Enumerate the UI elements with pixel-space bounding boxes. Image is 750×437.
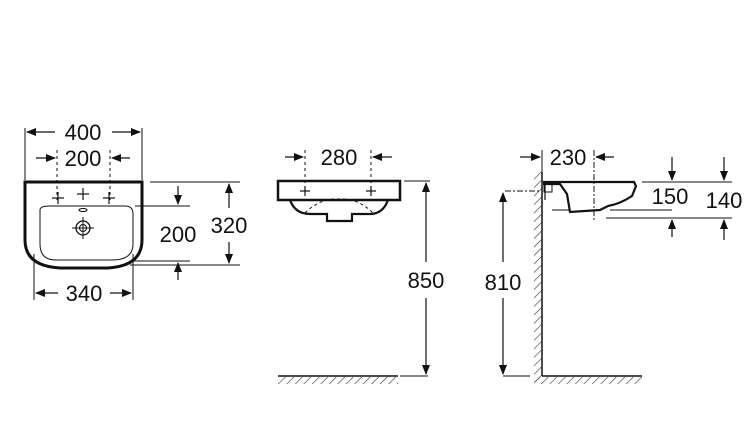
- dim-bowl-depth: 200: [160, 222, 197, 247]
- side-view: [499, 150, 732, 384]
- floor-hatch: [534, 377, 642, 384]
- front-view: [23, 128, 240, 300]
- wall-hatch: [534, 172, 542, 382]
- floor-hatch: [278, 377, 398, 384]
- elevation-view: [276, 150, 430, 384]
- dim-waste-height: 810: [485, 270, 522, 295]
- dim-mounting-height: 850: [408, 268, 445, 293]
- dim-tap-spacing: 200: [65, 146, 102, 171]
- dim-overall-depth: 320: [211, 213, 248, 238]
- dim-elev-tap-spacing: 280: [321, 145, 358, 170]
- dim-overall-width: 400: [65, 120, 102, 145]
- tap-hole-icon: [52, 188, 115, 204]
- dim-projection: 230: [550, 145, 587, 170]
- dim-rim-height: 140: [706, 188, 743, 213]
- dim-bowl-width: 340: [66, 281, 103, 306]
- tap-hole-icon: [300, 186, 376, 196]
- dim-bowl-height: 150: [652, 184, 689, 209]
